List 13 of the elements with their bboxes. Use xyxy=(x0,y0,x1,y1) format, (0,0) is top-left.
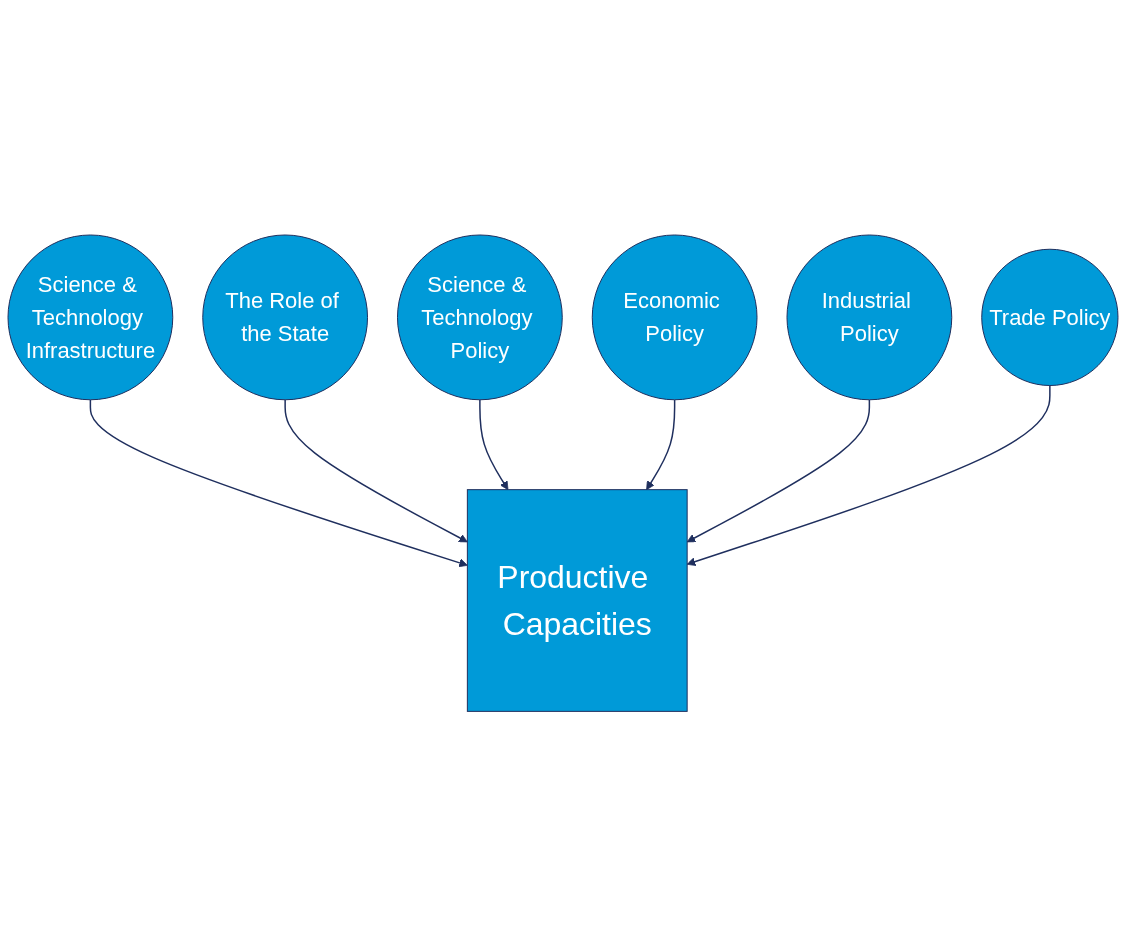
node-circle: Industrial Policy xyxy=(786,234,953,401)
arrow xyxy=(89,398,468,567)
node-circle: The Role of the State xyxy=(202,234,369,401)
arrow xyxy=(686,398,871,543)
node-circle: Science & Technology Policy xyxy=(397,234,563,401)
node-box: Productive Capacities xyxy=(466,488,688,712)
node-circle: Economic Policy xyxy=(591,234,758,401)
node-circle: Trade Policy xyxy=(981,248,1119,386)
arrow xyxy=(686,384,1051,566)
arrow xyxy=(646,398,676,490)
arrow xyxy=(479,398,509,490)
node-circle: Science & Technology Infrastructure xyxy=(7,234,174,401)
arrow xyxy=(284,398,468,543)
